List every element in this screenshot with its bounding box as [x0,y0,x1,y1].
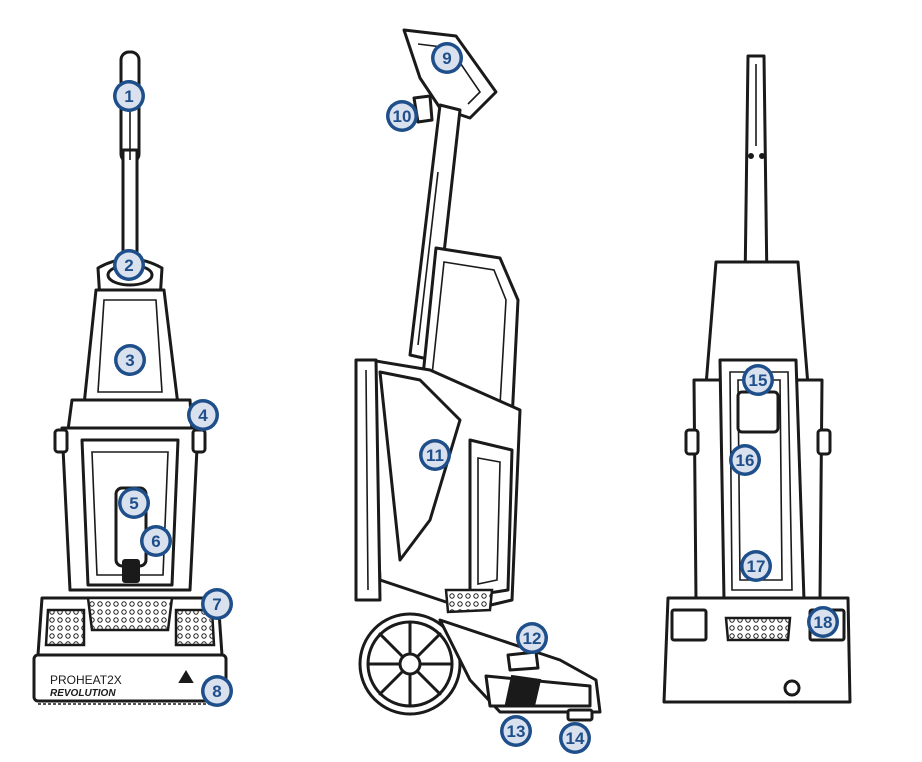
front-product-name-line1: PROHEAT2X [50,673,122,687]
callout-marker-inner [519,625,545,651]
callout-marker-inner [810,609,836,635]
callout-4: 4 [187,399,219,431]
callout-12: 12 [516,622,548,654]
callout-label: 2 [124,256,133,275]
callout-label: 4 [198,406,208,425]
callout-9: 9 [431,42,463,74]
callout-label: 14 [566,729,585,748]
callout-marker-inner [143,528,169,554]
callout-marker-inner [422,442,448,468]
callout-17: 17 [740,550,772,582]
callout-label: 11 [426,446,444,465]
callout-label: 7 [212,595,221,614]
callout-label: 9 [442,49,451,68]
side-wheel [358,612,462,716]
callout-label: 8 [212,682,221,701]
callout-7: 7 [201,588,233,620]
callout-11: 11 [419,439,451,471]
side-grip [402,28,498,120]
callout-marker-inner [743,553,769,579]
callout-label: 15 [749,371,768,390]
callout-label: 1 [124,87,133,106]
callout-marker-inner [434,45,460,71]
callout-marker-inner [204,591,230,617]
callout-marker-inner [190,402,216,428]
callout-2: 2 [113,249,145,281]
callout-marker-inner [116,83,142,109]
side-view [354,28,602,722]
callout-18: 18 [807,606,839,638]
callout-label: 10 [393,107,412,126]
callout-marker-inner [562,725,588,751]
callout-marker-inner [204,678,230,704]
back-base [662,596,852,704]
callout-marker-inner [732,447,758,473]
callout-marker-inner [116,252,142,278]
callout-3: 3 [114,344,146,376]
front-product-name-line2: REVOLUTION [50,688,116,699]
callout-label: 13 [507,722,526,741]
callout-5: 5 [118,487,150,519]
callout-marker-inner [503,718,529,744]
callout-16: 16 [729,444,761,476]
callout-label: 5 [129,494,138,513]
callout-10: 10 [386,100,418,132]
callout-label: 18 [814,613,833,632]
callout-13: 13 [500,715,532,747]
front-shoulder [66,398,194,432]
callout-1: 1 [113,80,145,112]
callout-marker-inner [389,103,415,129]
callout-label: 17 [747,557,766,576]
callout-label: 6 [151,532,160,551]
callout-label: 16 [736,451,755,470]
callout-marker-inner [745,367,771,393]
callout-14: 14 [559,722,591,754]
callout-marker-inner [117,347,143,373]
callout-15: 15 [742,364,774,396]
callout-8: 8 [201,675,233,707]
callout-6: 6 [140,525,172,557]
front-view: PROHEAT2X REVOLUTION [32,50,228,705]
back-view [662,54,852,704]
callout-label: 3 [125,351,134,370]
callout-label: 12 [523,629,542,648]
callout-marker-inner [121,490,147,516]
